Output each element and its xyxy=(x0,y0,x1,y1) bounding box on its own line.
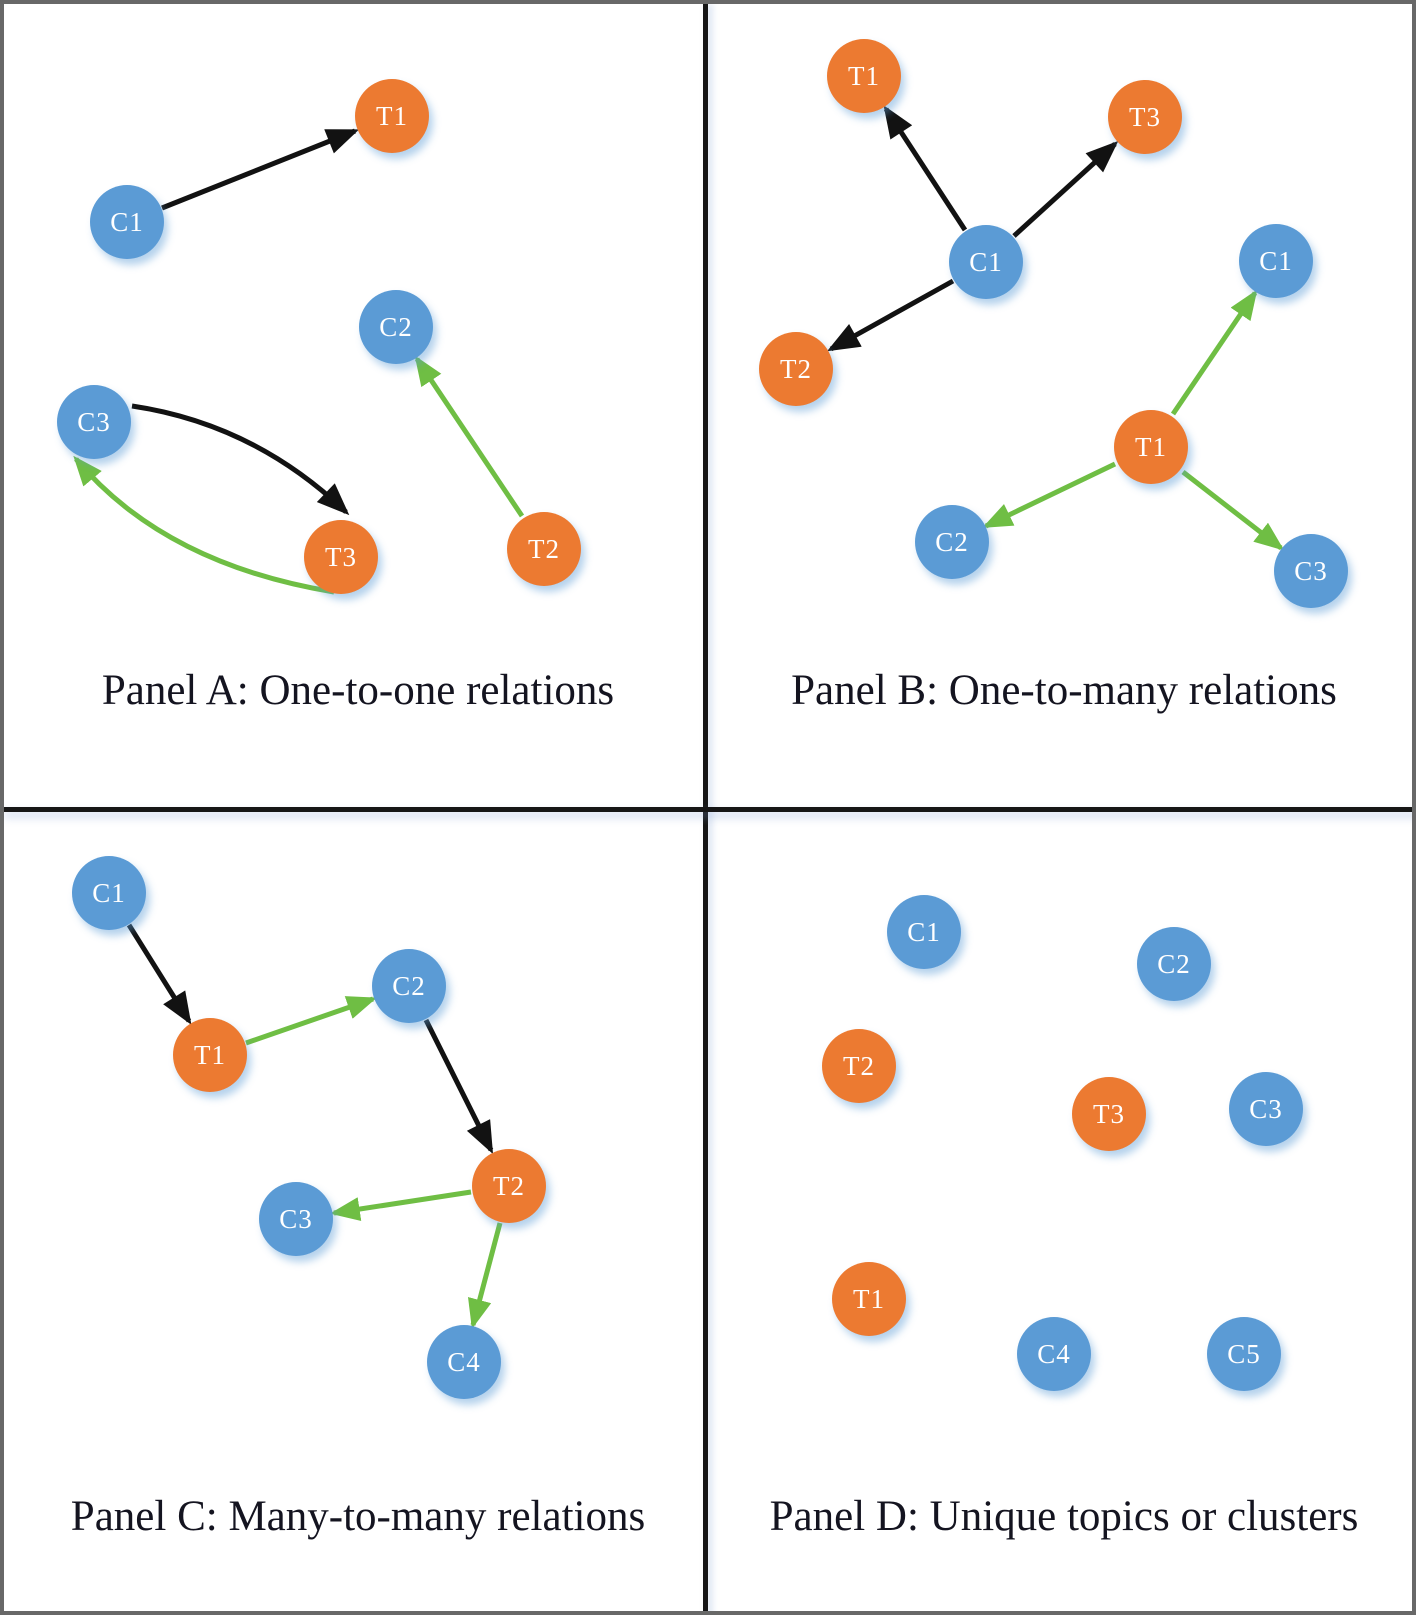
edge-a-c1-t1-black-arrow xyxy=(161,128,360,211)
node-cluster-c2: C2 xyxy=(1137,927,1211,1001)
node-topic-t1: T1 xyxy=(173,1018,247,1092)
node-cluster-c2: C2 xyxy=(359,290,433,364)
node-topic-t1: T1 xyxy=(355,79,429,153)
node-cluster-c4: C4 xyxy=(1017,1317,1091,1391)
node-cluster-c5: C5 xyxy=(1207,1317,1281,1391)
edge-c-t2-c3-green-arrow xyxy=(329,1189,472,1221)
edge-a-t2-c2-green-arrow xyxy=(414,355,525,518)
edge-b-c1-t3-black-arrow xyxy=(1012,140,1119,238)
edge-b-t1-c1-green-arrow xyxy=(1170,289,1258,416)
node-topic-t2: T2 xyxy=(507,512,581,586)
node-cluster-c1: C1 xyxy=(72,856,146,930)
edge-c-t1-c2-green-arrow xyxy=(245,996,377,1046)
edge-b-c1-t1-black-arrow xyxy=(883,105,968,232)
edge-b-c1-t2-black-arrow xyxy=(827,278,955,352)
node-topic-t1: T1 xyxy=(827,39,901,113)
panel-b-caption: Panel B: One-to-many relations xyxy=(791,667,1337,714)
node-cluster-c1: C1 xyxy=(90,185,164,259)
node-cluster-c1: C1 xyxy=(1239,224,1313,298)
node-topic-t2: T2 xyxy=(759,332,833,406)
panel-a-caption: Panel A: One-to-one relations xyxy=(101,667,615,714)
node-topic-t3: T3 xyxy=(304,520,378,594)
node-topic-t3: T3 xyxy=(1072,1077,1146,1151)
horizontal-panel-divider xyxy=(4,807,1412,812)
node-cluster-c1: C1 xyxy=(887,895,961,969)
edge-c-t2-c4-green-arrow xyxy=(468,1222,503,1330)
edge-a-t3-c3-green-curved-arrow xyxy=(73,455,335,595)
edge-b-t1-c2-green-arrow xyxy=(982,461,1117,529)
node-cluster-c3: C3 xyxy=(1229,1072,1303,1146)
edge-a-c3-t3-black-curved-arrow xyxy=(131,403,350,516)
node-topic-t2: T2 xyxy=(822,1029,896,1103)
edge-b-t1-c3-green-arrow xyxy=(1181,470,1285,551)
node-cluster-c3: C3 xyxy=(57,385,131,459)
node-cluster-c1: C1 xyxy=(949,225,1023,299)
node-topic-t3: T3 xyxy=(1108,80,1182,154)
edge-c-c1-t1-black-arrow xyxy=(126,923,192,1025)
panel-c-caption: Panel C: Many-to-many relations xyxy=(70,1493,646,1540)
node-cluster-c3: C3 xyxy=(1274,534,1348,608)
node-cluster-c4: C4 xyxy=(427,1325,501,1399)
node-topic-t1: T1 xyxy=(832,1262,906,1336)
node-cluster-c3: C3 xyxy=(259,1182,333,1256)
node-topic-t2: T2 xyxy=(472,1149,546,1223)
node-cluster-c2: C2 xyxy=(915,505,989,579)
node-topic-t1: T1 xyxy=(1114,410,1188,484)
node-cluster-c2: C2 xyxy=(372,949,446,1023)
panel-d-caption: Panel D: Unique topics or clusters xyxy=(769,1493,1359,1540)
edge-c-c2-t2-black-arrow xyxy=(423,1018,494,1155)
